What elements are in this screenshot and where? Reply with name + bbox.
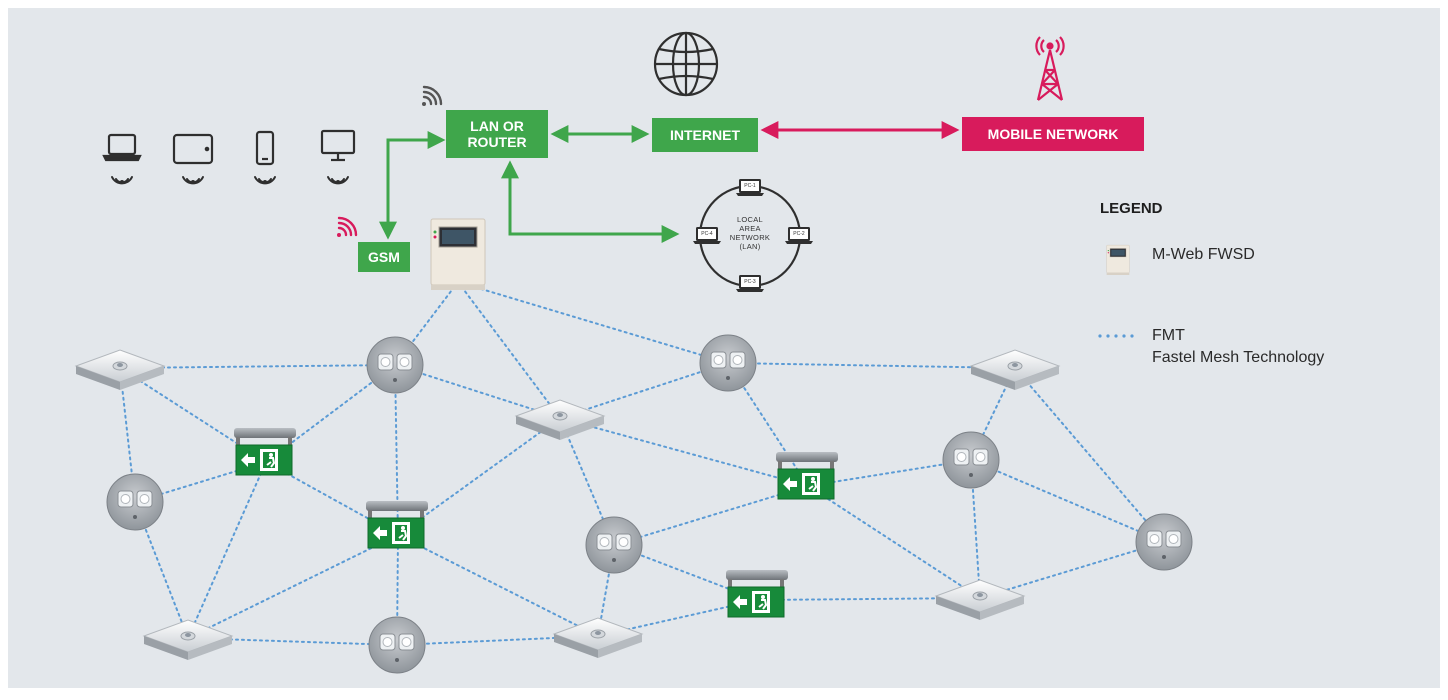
wifi-icon [422, 85, 443, 106]
ceiling-sensor-icon[interactable] [553, 617, 643, 659]
svg-text:PC-2: PC-2 [793, 231, 805, 237]
ceiling-sensor-icon[interactable] [143, 619, 233, 661]
svg-text:PC-3: PC-3 [744, 279, 756, 285]
mesh-link [394, 364, 561, 419]
round-luminaire-icon[interactable] [699, 334, 757, 392]
lan-router-box[interactable]: LAN OR ROUTER [446, 110, 548, 158]
globe-icon [653, 31, 719, 97]
mesh-link [397, 534, 599, 637]
mesh-link [457, 281, 561, 419]
lan-pc-3: PC-3 [736, 275, 764, 292]
mesh-nodes [75, 334, 1193, 674]
lan-label-line3: NETWORK [730, 233, 770, 242]
mesh-link [559, 417, 809, 487]
lan-router-line1: LAN OR [470, 117, 524, 134]
round-luminaire-icon[interactable] [585, 516, 643, 574]
lan-pc-4: PC-4 [693, 227, 721, 244]
ceiling-sensor-icon[interactable] [935, 579, 1025, 621]
exit-sign-icon[interactable] [233, 427, 297, 476]
mesh-link [559, 362, 729, 419]
mesh-link [187, 461, 267, 639]
lan-label-line4: (LAN) [739, 242, 760, 251]
phone-icon[interactable] [255, 130, 275, 166]
network-links [379, 121, 960, 243]
legend-fmt-desc: Fastel Mesh Technology [1152, 349, 1325, 366]
mesh-link [394, 364, 399, 536]
internet-label: INTERNET [670, 126, 740, 143]
round-luminaire-icon[interactable] [1135, 513, 1193, 571]
round-luminaire-icon[interactable] [368, 616, 426, 674]
mesh-link [807, 459, 972, 487]
round-luminaire-icon[interactable] [942, 431, 1000, 489]
laptop-icon[interactable] [102, 133, 142, 162]
mesh-link [807, 485, 981, 599]
gsm-box[interactable]: GSM [358, 242, 410, 272]
device-wifi-icons [111, 176, 349, 185]
mesh-link [613, 485, 809, 546]
lan-pc-1: PC-1 [736, 179, 764, 196]
ceiling-sensor-icon[interactable] [75, 349, 165, 391]
exit-sign-icon[interactable] [725, 569, 789, 618]
mesh-link [970, 459, 1165, 543]
lan-label-line2: AREA [739, 224, 761, 233]
lan-router-line2: ROUTER [467, 134, 527, 150]
round-luminaire-icon[interactable] [106, 473, 164, 531]
wifi-icon [337, 216, 358, 237]
mesh-link [727, 362, 1016, 369]
internet-box[interactable]: INTERNET [652, 118, 758, 152]
svg-text:PC-4: PC-4 [701, 231, 713, 237]
ceiling-sensor-icon[interactable] [970, 349, 1060, 391]
mobile-network-box[interactable]: MOBILE NETWORK [962, 117, 1144, 151]
legend-fmt-label: FMT [1152, 327, 1185, 344]
svg-text:PC-1: PC-1 [744, 183, 756, 189]
link-router-lan [501, 160, 680, 243]
lan-pc-2: PC-2 [785, 227, 813, 244]
legend-title: LEGEND [1100, 200, 1163, 217]
mesh-link [187, 534, 399, 639]
lan-label-line1: LOCAL [737, 215, 763, 224]
legend-fwsd-label: M-Web FWSD [1152, 246, 1255, 263]
gsm-label: GSM [368, 248, 400, 265]
monitor-icon[interactable] [320, 129, 356, 162]
mesh-link [979, 541, 1165, 599]
mesh-link [187, 637, 398, 646]
mesh-link [457, 281, 729, 364]
ceiling-sensor-icon[interactable] [515, 399, 605, 441]
legend-fwsd-icon [1106, 244, 1130, 276]
mesh-link [1014, 367, 1165, 543]
lan-diagram: LOCAL AREA NETWORK (LAN) PC-1 PC-2 PC-3 … [693, 179, 813, 292]
legend-fmt-dots [1098, 334, 1134, 338]
exit-sign-icon[interactable] [775, 451, 839, 500]
mesh-link [119, 367, 136, 503]
antenna-tower-icon [1035, 36, 1065, 101]
round-luminaire-icon[interactable] [366, 336, 424, 394]
mobile-network-label: MOBILE NETWORK [987, 125, 1119, 142]
fwsd-panel-icon[interactable] [430, 218, 486, 291]
tablet-icon[interactable] [172, 133, 214, 165]
mesh-link [119, 364, 396, 369]
exit-sign-icon[interactable] [365, 500, 429, 549]
link-gsm-router [379, 131, 446, 240]
